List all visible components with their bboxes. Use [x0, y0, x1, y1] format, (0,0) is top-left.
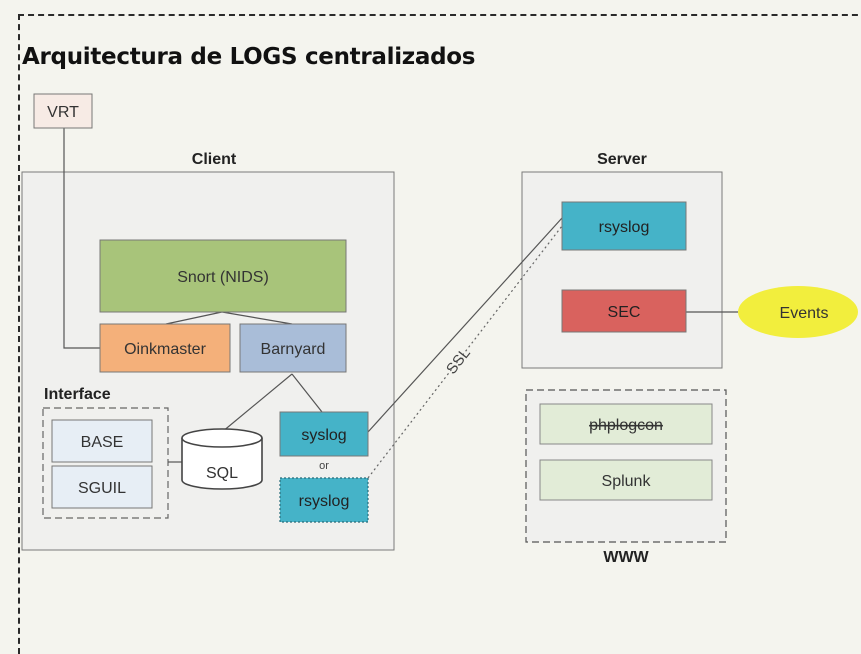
phplogcon-box [539, 403, 713, 445]
sguil-label: SGUIL [78, 480, 126, 497]
page-title: Arquitectura de LOGS centralizados [22, 44, 476, 70]
base-box [51, 419, 153, 463]
sec-box [561, 289, 687, 333]
sec-label: SEC [608, 304, 641, 321]
page-frame [18, 14, 861, 654]
phplogcon-label: phplogcon [589, 417, 663, 434]
server-label: Server [597, 151, 647, 168]
sql-label: SQL [206, 465, 238, 482]
snort-box [99, 239, 347, 313]
or-label: or [319, 460, 329, 472]
barnyard-label: Barnyard [261, 341, 326, 358]
events-label: Events [780, 305, 829, 322]
interface-container [42, 407, 169, 519]
vrt-to-oinkmaster-line [63, 128, 100, 349]
rsyslog-server-box [561, 201, 687, 251]
events-ellipse [738, 286, 858, 338]
server-container [521, 171, 723, 369]
barnyard-box [239, 323, 347, 373]
client-label: Client [192, 151, 237, 168]
oinkmaster-box [99, 323, 231, 373]
vrt-label: VRT [47, 104, 79, 121]
snort-to-barnyard-line [221, 311, 293, 325]
rsyslog-client-box [279, 477, 369, 523]
splunk-label: Splunk [602, 473, 652, 490]
sql-database [181, 428, 263, 490]
syslog-to-server-line [367, 217, 563, 433]
syslog-label: syslog [301, 427, 346, 444]
sguil-box [51, 465, 153, 509]
ssl-label: SSL [443, 345, 474, 378]
rsyslog-to-server-dotted-line [367, 225, 563, 479]
oinkmaster-label: Oinkmaster [124, 341, 206, 358]
snort-to-oinkmaster-line [165, 311, 223, 325]
splunk-box [539, 459, 713, 501]
vrt-box [33, 93, 93, 129]
www-label: WWW [603, 549, 649, 566]
rsyslog-client-label: rsyslog [299, 493, 350, 510]
snort-label: Snort (NIDS) [177, 269, 269, 286]
interface-label: Interface [44, 386, 111, 403]
base-label: BASE [81, 434, 124, 451]
rsyslog-server-label: rsyslog [599, 219, 650, 236]
syslog-box [279, 411, 369, 457]
barnyard-to-syslog-line [291, 373, 323, 413]
barnyard-to-sql-line [221, 373, 293, 433]
